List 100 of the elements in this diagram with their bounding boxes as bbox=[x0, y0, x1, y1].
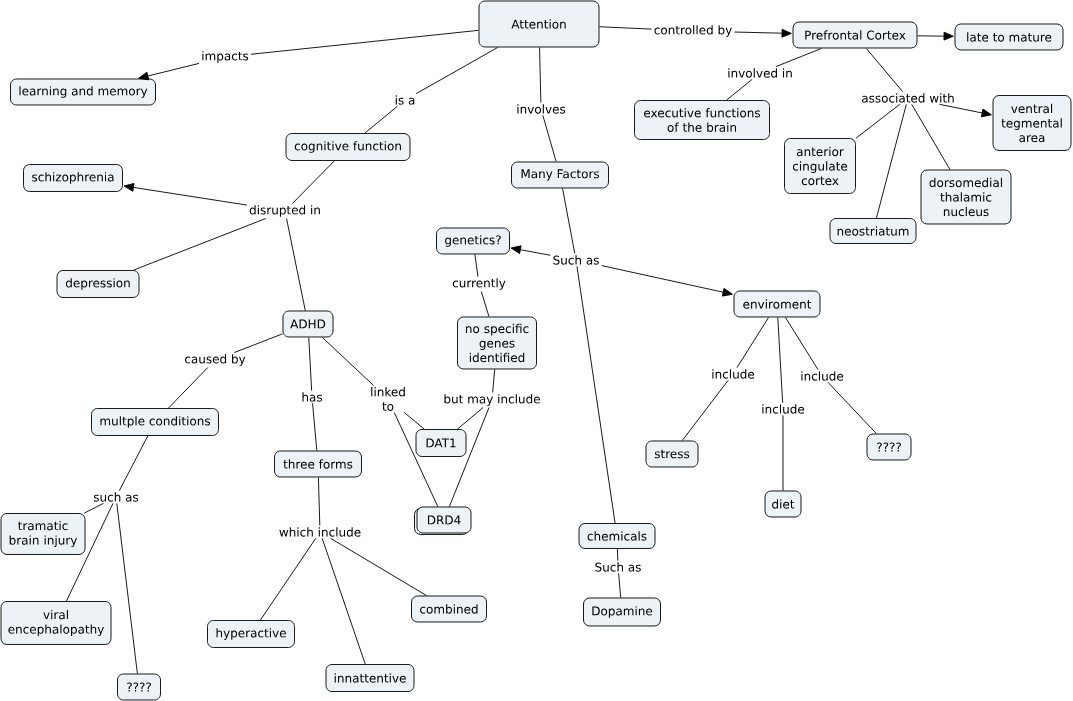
arrow bbox=[939, 103, 992, 118]
concept-box: DRD4 bbox=[414, 506, 472, 535]
linking-phrase: involved in bbox=[725, 66, 795, 80]
linking-phrase: but may include bbox=[441, 392, 543, 408]
concept-box: innattentive bbox=[325, 664, 415, 692]
concept-box: enviroment bbox=[733, 290, 821, 318]
connector-line bbox=[681, 379, 729, 441]
concept-box: executive functions of the brain bbox=[634, 100, 770, 140]
connector-line bbox=[777, 317, 784, 404]
arrow bbox=[601, 265, 733, 297]
connector-line bbox=[618, 572, 622, 598]
concept-box: genetics? bbox=[436, 227, 510, 255]
connector-line bbox=[250, 29, 479, 55]
linking-phrase: caused by bbox=[182, 352, 248, 368]
connector-line bbox=[865, 48, 904, 93]
concept-box: depression bbox=[56, 270, 140, 298]
connector-line bbox=[66, 502, 114, 602]
concept-box: ADHD bbox=[282, 310, 334, 338]
connector-line bbox=[827, 381, 877, 434]
concept-box: DAT1 bbox=[415, 429, 467, 457]
concept-box: tramatic brain injury bbox=[0, 513, 86, 555]
linking-phrase: associated with bbox=[859, 91, 957, 105]
concept-box: multple conditions bbox=[91, 408, 219, 436]
concept-box: ventral tegmental area bbox=[992, 95, 1072, 151]
arrow bbox=[734, 28, 792, 38]
connector-line bbox=[233, 333, 283, 353]
connector-line bbox=[726, 78, 753, 101]
linking-phrase: impacts bbox=[199, 49, 251, 65]
connector-line bbox=[784, 317, 819, 371]
concept-box: learning and memory bbox=[10, 78, 156, 106]
linking-phrase: is a bbox=[392, 93, 418, 107]
connector-line bbox=[286, 218, 306, 311]
concept-box: Dopamine bbox=[583, 597, 661, 627]
arrow bbox=[138, 62, 200, 81]
connector-line bbox=[539, 47, 542, 104]
linking-phrase: involves bbox=[514, 102, 568, 116]
connector-line bbox=[118, 435, 149, 492]
connector-line bbox=[448, 407, 490, 507]
connector-line bbox=[308, 337, 313, 392]
linking-phrase: Such as bbox=[550, 253, 602, 267]
concept-box: Many Factors bbox=[511, 161, 609, 189]
connector-line bbox=[133, 218, 267, 271]
concept-box: diet bbox=[764, 490, 802, 518]
connector-line bbox=[616, 548, 619, 562]
concept-box: hyperactive bbox=[207, 620, 295, 648]
connector-line bbox=[736, 317, 769, 369]
connector-line bbox=[393, 412, 439, 507]
connector-line bbox=[291, 160, 335, 204]
linking-phrase: has bbox=[299, 390, 325, 404]
connector-line bbox=[260, 537, 317, 621]
connector-line bbox=[911, 103, 951, 170]
concept-box: Prefrontal Cortex bbox=[792, 21, 918, 49]
connector-line bbox=[474, 254, 479, 277]
concept-box: three forms bbox=[274, 450, 362, 478]
connector-line bbox=[457, 407, 484, 430]
connector-line bbox=[576, 265, 616, 524]
linking-phrase: include bbox=[759, 402, 807, 416]
connector-line bbox=[875, 103, 907, 219]
connector-line bbox=[599, 26, 653, 30]
concept-box: neostriatum bbox=[829, 218, 917, 244]
connector-line bbox=[321, 337, 374, 386]
connector-line bbox=[562, 188, 576, 255]
connector-line bbox=[116, 502, 138, 674]
linking-phrase: currently bbox=[450, 276, 508, 292]
linking-phrase: include bbox=[798, 369, 846, 383]
connector-line bbox=[855, 103, 901, 139]
arrow bbox=[510, 245, 551, 256]
concept-box: dorsomedial thalamic nucleus bbox=[920, 169, 1012, 225]
concept-box: ???? bbox=[866, 433, 912, 461]
concept-box: Attention bbox=[478, 0, 600, 48]
linking-phrase: Such as bbox=[592, 560, 644, 574]
concept-box: schizophrenia bbox=[23, 164, 123, 192]
arrow bbox=[917, 31, 954, 41]
connector-line bbox=[415, 47, 499, 95]
connector-line bbox=[403, 412, 425, 430]
linking-phrase: linked to bbox=[363, 385, 413, 413]
concept-box: late to mature bbox=[954, 23, 1064, 51]
linking-phrase: disrupted in bbox=[247, 203, 323, 219]
concept-box: no specific genes identified bbox=[457, 316, 537, 370]
connector-line bbox=[492, 369, 496, 393]
connector-line bbox=[775, 48, 822, 68]
linking-phrase: which include bbox=[276, 525, 364, 539]
connector-line bbox=[317, 477, 321, 527]
linking-phrase: controlled by bbox=[651, 23, 735, 39]
connector-line bbox=[312, 402, 318, 451]
connector-line bbox=[480, 291, 490, 317]
concept-box: stress bbox=[645, 440, 699, 468]
connector-line bbox=[542, 114, 557, 162]
concept-box: viral encephalopathy bbox=[0, 601, 112, 645]
connector-line bbox=[330, 537, 427, 596]
connector-line bbox=[168, 367, 209, 409]
concept-box: chemicals bbox=[578, 523, 656, 549]
concept-box: combined bbox=[411, 595, 487, 623]
linking-phrase: include bbox=[709, 367, 757, 381]
linking-phrase: such as bbox=[91, 490, 141, 504]
concept-box: anterior cingulate cortex bbox=[784, 138, 856, 194]
concept-box: cognitive function bbox=[285, 133, 411, 161]
concept-box: ???? bbox=[117, 673, 161, 701]
connector-line bbox=[83, 502, 104, 514]
arrow bbox=[123, 183, 248, 206]
